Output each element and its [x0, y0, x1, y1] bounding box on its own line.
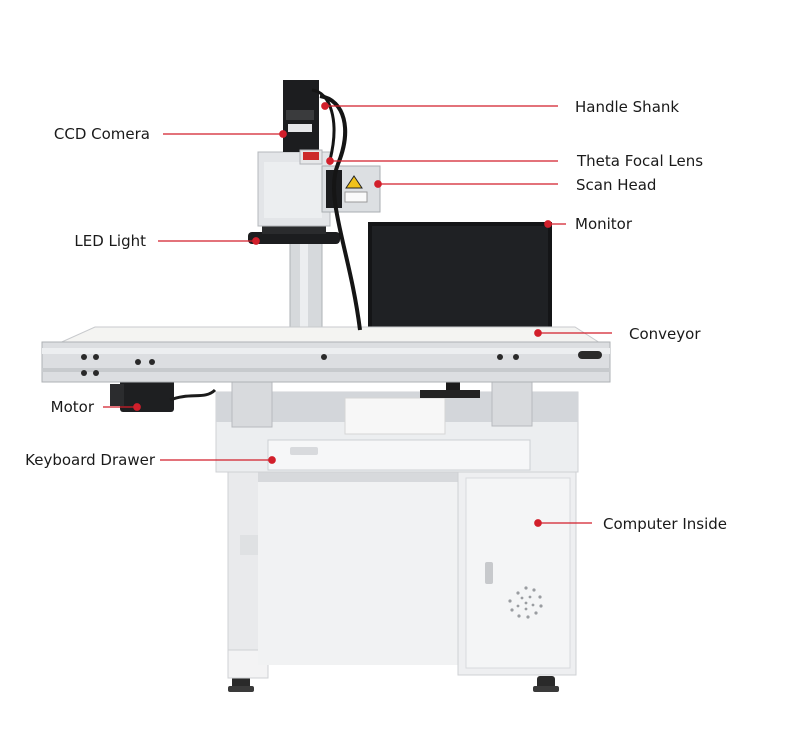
leader-lines [103, 102, 612, 527]
conveyor [41, 326, 611, 383]
label-monitor: Monitor [575, 215, 633, 233]
label-ccd-camera: CCD Comera [53, 125, 150, 143]
label-computer-inside: Computer Inside [603, 515, 727, 533]
machine-feet [228, 676, 559, 692]
handle-shank [311, 88, 362, 331]
label-handle-shank: Handle Shank [575, 98, 680, 116]
cabinet-vent [508, 586, 543, 619]
led-light [248, 226, 340, 244]
label-led-light: LED Light [74, 232, 146, 250]
label-motor: Motor [50, 398, 94, 416]
ccd-camera [283, 80, 323, 165]
label-keyboard-drawer: Keyboard Drawer [25, 451, 155, 469]
label-conveyor: Conveyor [629, 325, 701, 343]
desk-top [215, 391, 579, 473]
motor [110, 378, 217, 412]
paper-sheet [344, 397, 446, 435]
computer-cabinet [457, 469, 577, 676]
label-theta-focal-lens: Theta Focal Lens [577, 152, 704, 170]
cabinet-lock [485, 562, 493, 584]
desk-frame [227, 469, 463, 679]
scan-head [321, 165, 381, 213]
label-scan-head: Scan Head [576, 176, 657, 194]
